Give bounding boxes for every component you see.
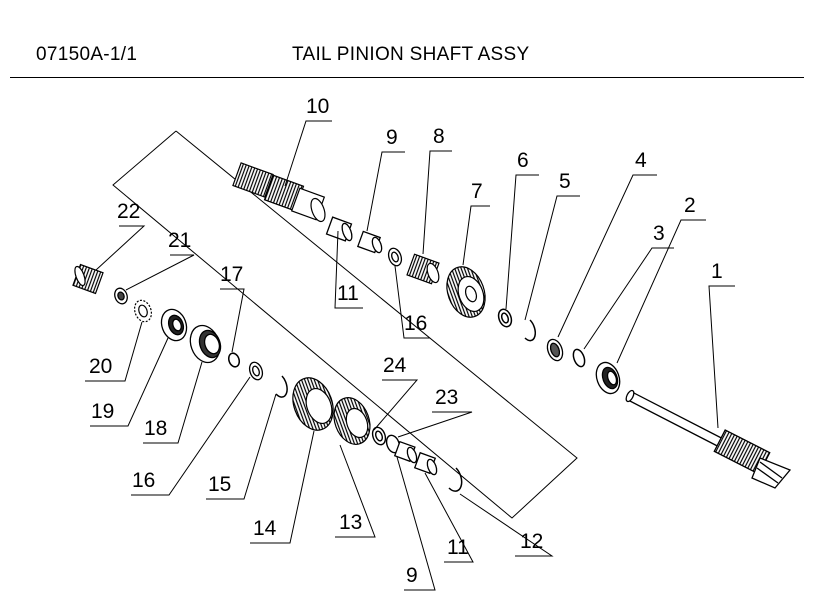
part-22-gear — [72, 263, 104, 295]
callout-16-upper: 16 — [404, 312, 427, 335]
callout-labels: 1 2 3 4 5 6 7 8 9 10 11 16 22 21 17 20 1… — [89, 95, 723, 587]
callout-7: 7 — [471, 180, 483, 203]
drawing-title: TAIL PINION SHAFT ASSY — [292, 44, 530, 65]
callout-2: 2 — [684, 194, 696, 217]
leader-lines — [85, 120, 735, 591]
callout-17: 17 — [220, 263, 243, 286]
callout-24: 24 — [383, 354, 407, 377]
callout-11-upper: 11 — [337, 282, 359, 305]
callout-13: 13 — [339, 511, 362, 534]
part-12-snap-ring — [448, 467, 463, 492]
drawing-code: 07150A-1/1 — [36, 44, 138, 65]
callout-23: 23 — [435, 386, 458, 409]
assembly-bracket — [112, 130, 578, 519]
callout-11-lower: 11 — [447, 536, 469, 559]
part-14-gear — [292, 377, 334, 431]
callout-14: 14 — [253, 517, 277, 540]
callout-20: 20 — [89, 355, 112, 378]
callout-15: 15 — [208, 473, 231, 496]
callout-19: 19 — [91, 400, 114, 423]
callout-6: 6 — [517, 149, 529, 172]
part-4-washer — [546, 338, 564, 362]
callout-4: 4 — [635, 149, 647, 172]
part-11-bushing-lower — [413, 451, 438, 476]
callout-21: 21 — [168, 229, 191, 252]
part-24-ring — [371, 426, 387, 446]
part-9-bushing-upper — [356, 230, 383, 254]
part-13-gear — [333, 397, 371, 445]
callout-9-lower: 9 — [406, 564, 418, 587]
callout-12: 12 — [520, 530, 543, 553]
callout-3: 3 — [653, 222, 665, 245]
part-20-thrust-washer — [133, 299, 153, 323]
part-3-ring — [572, 348, 586, 368]
part-5-snap-ring — [524, 319, 536, 342]
part-10-splined-shaft — [232, 162, 326, 223]
part-19-bearing — [160, 308, 188, 342]
callout-9-upper: 9 — [386, 126, 398, 149]
part-9-bushing-lower — [393, 440, 418, 464]
callout-18: 18 — [144, 417, 167, 440]
part-16-ring-upper — [387, 247, 403, 267]
callout-10: 10 — [306, 95, 329, 118]
part-8-small-gear — [406, 253, 440, 285]
part-1-pinion-shaft — [625, 389, 792, 489]
part-18-bearing-cup — [189, 324, 222, 364]
part-21-washer — [114, 287, 128, 305]
part-15-snap-ring — [275, 375, 288, 398]
header-divider — [10, 77, 804, 78]
part-16-ring-lower — [248, 361, 264, 381]
part-6-ring — [497, 308, 513, 328]
callout-8: 8 — [433, 125, 445, 148]
part-11-bushing-upper — [325, 216, 353, 242]
part-7-gear — [446, 266, 486, 318]
callout-5: 5 — [559, 170, 571, 193]
part-2-bearing — [595, 361, 621, 395]
part-17-ring — [227, 352, 241, 368]
callout-22: 22 — [117, 200, 140, 223]
callout-1: 1 — [711, 260, 723, 283]
callout-16-lower: 16 — [132, 469, 155, 492]
